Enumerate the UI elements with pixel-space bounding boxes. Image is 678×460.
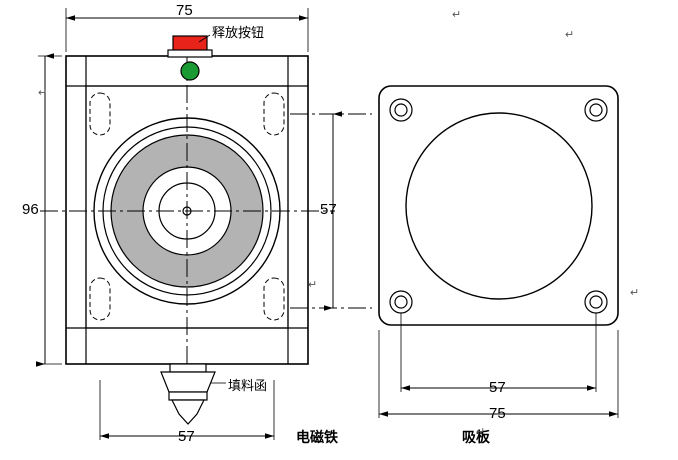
pilcrow-mark-5: ↵ — [630, 287, 640, 299]
pilcrow-mark-6: ↵ — [476, 426, 486, 438]
label-stuffing-box: 填料函 — [228, 378, 268, 393]
dimension-left-inner-vertical: 57 — [320, 201, 337, 218]
dimension-right-inner: 57 — [489, 379, 506, 396]
pilcrow-mark-1: ↵ — [452, 9, 462, 21]
dimension-right-outer: 75 — [489, 405, 506, 422]
label-release-button: 释放按钮 — [212, 25, 265, 40]
right-view-armature-plate — [378, 85, 619, 418]
pilcrow-mark-2: ↵ — [565, 29, 575, 41]
left-view-electromagnet — [36, 8, 372, 440]
dimension-left-width: 75 — [176, 2, 193, 19]
pilcrow-mark-4: ↵ — [308, 279, 318, 291]
dimension-left-bottom: 57 — [178, 428, 195, 445]
pilcrow-mark-3: ↵ — [38, 87, 48, 99]
dimension-left-height: 96 — [22, 201, 39, 218]
caption-electromagnet: 电磁铁 — [296, 429, 338, 445]
caption-armature-plate: 吸板 — [462, 429, 490, 445]
